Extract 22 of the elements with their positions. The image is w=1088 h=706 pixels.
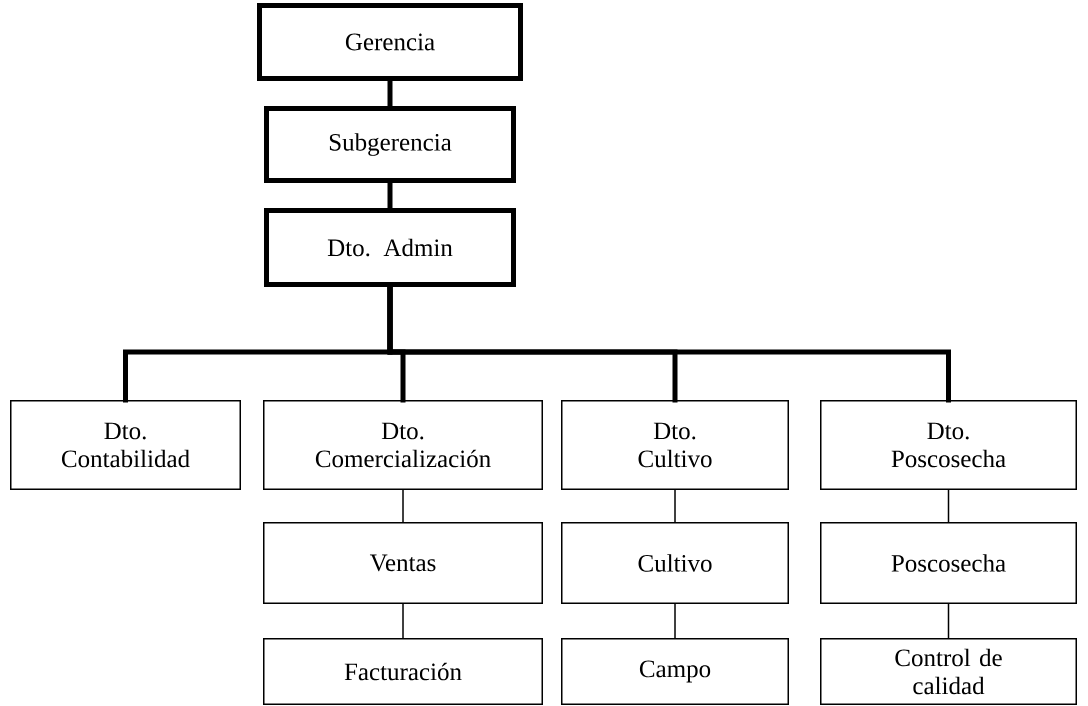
- org-box: Dto. Comercialización: [263, 400, 543, 490]
- org-box: Dto. Cultivo: [561, 400, 789, 490]
- connector-line: [387, 78, 393, 109]
- connector-line: [674, 489, 676, 523]
- connector-line: [947, 603, 950, 639]
- connector-line: [387, 284, 951, 403]
- connector-line: [402, 603, 404, 639]
- org-box: Subgerencia: [264, 106, 516, 183]
- org-box: Gerencia: [257, 3, 523, 81]
- org-box: Dto. Contabilidad: [10, 400, 241, 490]
- connector-line: [402, 489, 404, 523]
- org-box: Dto. Admin: [264, 208, 516, 287]
- org-box: Facturación: [263, 638, 543, 705]
- connector-line: [674, 603, 676, 639]
- org-box: Control de calidad: [820, 638, 1077, 705]
- connector-line: [387, 180, 393, 211]
- org-box: Cultivo: [561, 522, 789, 604]
- org-box: Poscosecha: [820, 522, 1077, 604]
- connector-line: [947, 489, 950, 523]
- org-box: Dto. Poscosecha: [820, 400, 1077, 490]
- org-box: Ventas: [263, 522, 543, 604]
- org-box: Campo: [561, 638, 789, 705]
